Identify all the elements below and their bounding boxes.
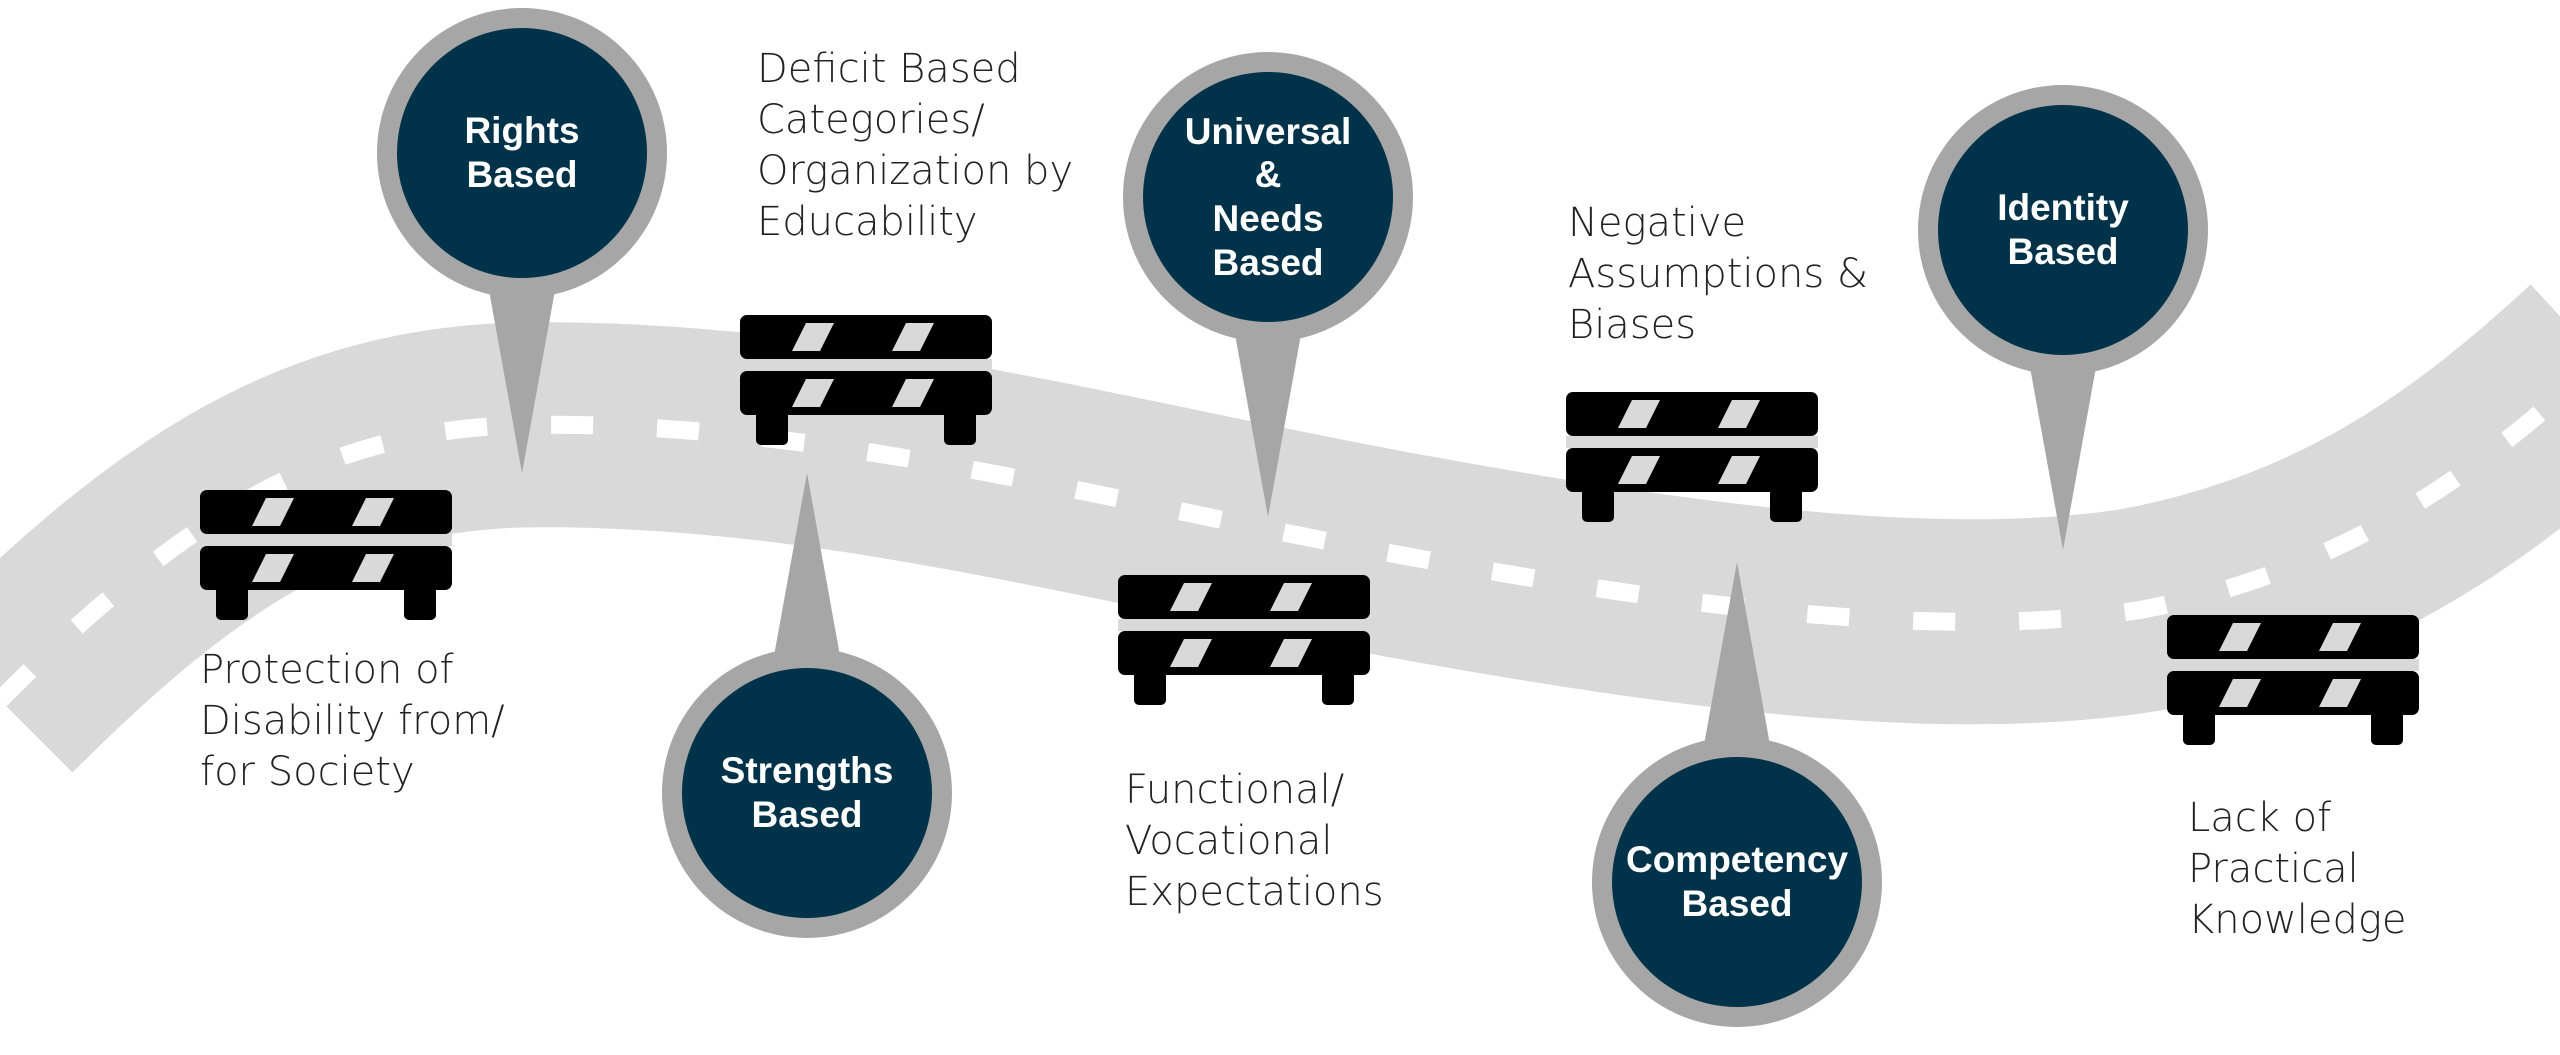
pin-universal-needs-based: Universal & Needs Based bbox=[1123, 52, 1413, 517]
pin-competency-based: Competency Based bbox=[1592, 562, 1882, 1027]
road-barrier-icon bbox=[1118, 575, 1370, 705]
pin-rights-based: Rights Based bbox=[377, 8, 667, 473]
barrier-text-protection: Protection of Disability from/ for Socie… bbox=[200, 647, 505, 795]
pin-label-rights: Rights Based bbox=[464, 110, 580, 195]
barrier-text-negative: Negative Assumptions & Biases bbox=[1568, 200, 1869, 348]
pin-identity-based: Identity Based bbox=[1918, 85, 2208, 550]
pin-label-competency: Competency Based bbox=[1625, 839, 1849, 924]
road-barrier-icon bbox=[1566, 392, 1818, 522]
barrier-deficit bbox=[740, 315, 992, 445]
road-barrier-icon bbox=[2167, 615, 2419, 745]
road-center-dashes bbox=[0, 383, 2560, 707]
road-barrier-icon bbox=[740, 315, 992, 445]
pin-label-universal: Universal & Needs Based bbox=[1184, 110, 1352, 283]
barrier-text-functional: Functional/ Vocational Expectations bbox=[1125, 767, 1384, 915]
barrier-protection bbox=[200, 490, 452, 620]
road-barrier-icon bbox=[200, 490, 452, 620]
barrier-text-practical: Lack of Practical Knowledge bbox=[2188, 795, 2407, 943]
pin-label-strengths: Strengths Based bbox=[720, 750, 894, 835]
barrier-functional bbox=[1118, 575, 1370, 705]
pin-label-identity: Identity Based bbox=[1997, 187, 2129, 272]
pin-strengths-based: Strengths Based bbox=[662, 473, 952, 938]
barrier-practical bbox=[2167, 615, 2419, 745]
barrier-text-deficit: Deficit Based Categories/ Organization b… bbox=[757, 46, 1074, 245]
barrier-negative bbox=[1566, 392, 1818, 522]
